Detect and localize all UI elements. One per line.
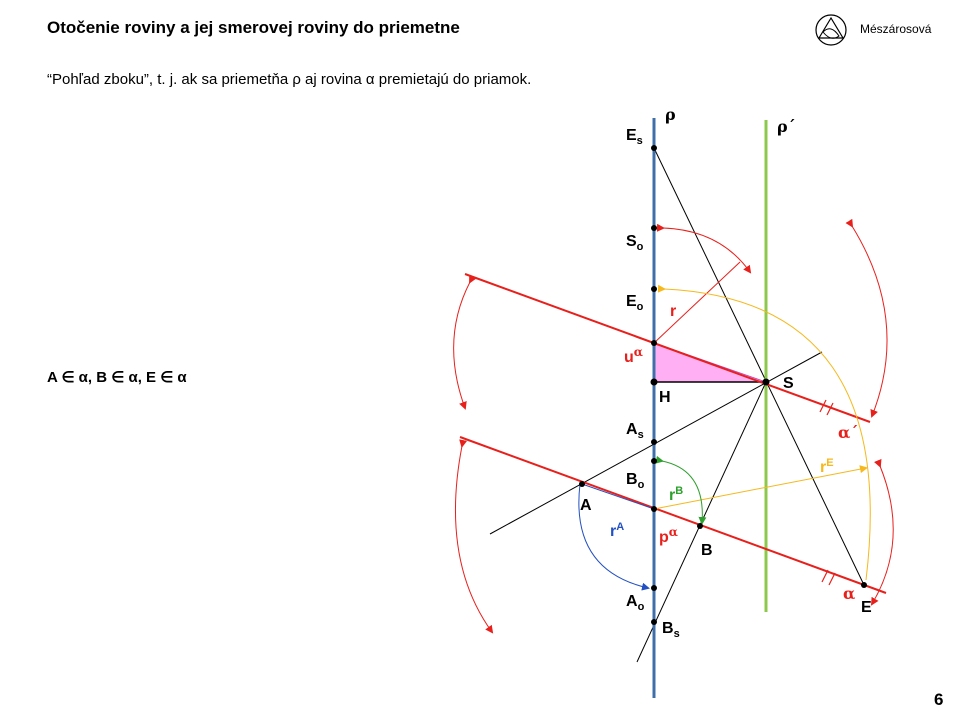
rotation-arc-B bbox=[655, 455, 707, 525]
label-rE: rE bbox=[820, 457, 834, 476]
point-Eo bbox=[651, 286, 657, 292]
rotation-arc-right-upper bbox=[845, 218, 888, 418]
label-u-alpha: uα bbox=[624, 345, 643, 366]
point-Bs bbox=[651, 619, 657, 625]
label-H: H bbox=[659, 389, 671, 406]
point-S bbox=[762, 378, 770, 386]
point-H bbox=[650, 378, 658, 386]
label-rho: ρ bbox=[665, 105, 676, 124]
parallel-marks-upper bbox=[819, 399, 834, 416]
label-As: As bbox=[626, 421, 644, 441]
parallel-marks-lower bbox=[821, 569, 836, 586]
line-Es-E bbox=[653, 147, 865, 586]
page-subtitle: “Pohľad zboku”, t. j. ak sa priemetňa ρ … bbox=[47, 71, 532, 88]
point-B bbox=[697, 523, 703, 529]
rotation-arc-A bbox=[578, 483, 650, 591]
membership-statement: A ∈ α, B ∈ α, E ∈ α bbox=[47, 369, 187, 386]
point-Ao bbox=[651, 585, 657, 591]
radius-rA bbox=[581, 483, 655, 510]
author-logo: Mészárosová bbox=[814, 12, 944, 48]
points bbox=[579, 145, 867, 625]
label-B: B bbox=[701, 542, 713, 559]
rotation-arc-E bbox=[657, 284, 871, 581]
rotation-arc-left-upper bbox=[453, 274, 477, 410]
label-rho-prime: ρ´ bbox=[777, 117, 796, 136]
label-rB: rB bbox=[669, 485, 683, 504]
point-As bbox=[651, 439, 657, 445]
label-Bo: Bo bbox=[626, 471, 645, 491]
alpha-prime-line bbox=[464, 273, 871, 423]
page-title: Otočenie roviny a jej smerovej roviny do… bbox=[47, 18, 460, 37]
label-alpha: α bbox=[843, 584, 855, 603]
rotation-arc-left-lower bbox=[455, 439, 494, 634]
radius-rE bbox=[653, 465, 868, 510]
label-S: S bbox=[783, 375, 794, 392]
label-A: A bbox=[580, 497, 592, 514]
point-E bbox=[861, 582, 867, 588]
label-Ao: Ao bbox=[626, 593, 645, 613]
line-uplus-r bbox=[653, 261, 741, 344]
label-So: So bbox=[626, 233, 644, 253]
label-Eo: Eo bbox=[626, 293, 644, 313]
rotation-arc-So bbox=[656, 223, 752, 274]
point-A bbox=[579, 481, 585, 487]
point-Bo bbox=[651, 458, 657, 464]
point-Es bbox=[651, 145, 657, 151]
page-number: 6 bbox=[934, 690, 944, 709]
label-p-alpha: pα bbox=[659, 525, 678, 546]
rotation-arc-right-lower bbox=[870, 458, 894, 606]
label-Es: Es bbox=[626, 127, 643, 147]
point-So bbox=[651, 225, 657, 231]
label-Bs: Bs bbox=[662, 620, 680, 640]
label-r: r bbox=[670, 303, 676, 320]
label-rA: rA bbox=[610, 521, 624, 540]
label-E: E bbox=[861, 599, 872, 616]
point-p bbox=[651, 506, 657, 512]
line-S-Bs bbox=[636, 381, 767, 663]
logo-icon bbox=[815, 14, 847, 46]
point-u bbox=[651, 340, 657, 346]
label-alpha-prime: α´ bbox=[838, 423, 858, 442]
author-name: Mészárosová bbox=[860, 22, 932, 36]
